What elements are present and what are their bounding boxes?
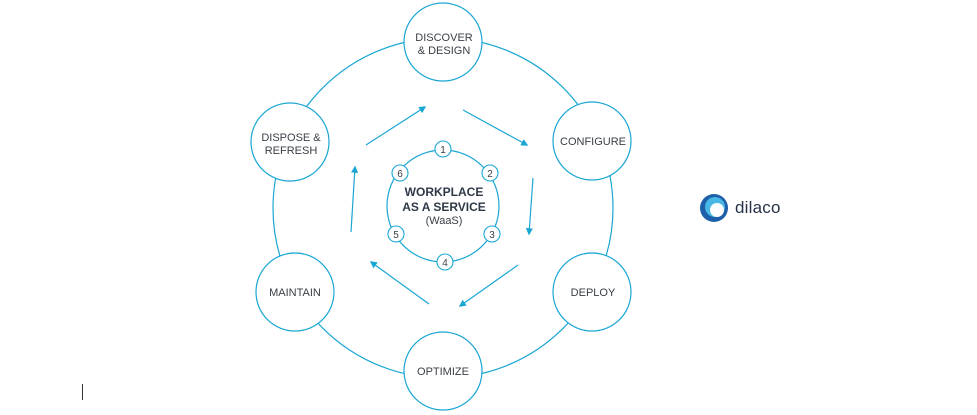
arrow-deploy-to-optimize [458, 264, 519, 307]
arrow-optimize-to-maintain [369, 261, 430, 305]
stage-label-line1: DEPLOY [571, 287, 616, 299]
stage-label-line1: MAINTAIN [269, 287, 321, 299]
step-marker-circle [481, 164, 499, 182]
stage-deploy: DEPLOY [552, 252, 632, 332]
step-marker-2: 2 [481, 164, 499, 182]
stage-node [552, 101, 632, 181]
stage-node [255, 252, 335, 332]
step-number: 1 [440, 145, 446, 156]
stage-node [250, 102, 330, 182]
step-marker-circle [483, 225, 501, 243]
stage-label-line2: REFRESH [265, 145, 318, 157]
flow-arrows [350, 106, 534, 307]
step-number: 3 [489, 230, 495, 241]
arrow-maintain-to-dispose [350, 165, 359, 233]
step-marker-4: 4 [436, 253, 454, 271]
step-marker-circle [391, 164, 409, 182]
step-number: 2 [487, 169, 493, 180]
step-number: 5 [393, 230, 399, 241]
center-subtitle: (WaaS) [426, 215, 463, 227]
center-title-line1: WORKPLACE [405, 185, 484, 199]
center-title-line2: AS A SERVICE [402, 200, 486, 214]
step-marker-circle [436, 253, 454, 271]
stage-node [552, 252, 632, 332]
text-cursor [82, 384, 83, 400]
step-marker-circle [387, 225, 405, 243]
stage-node [403, 331, 483, 411]
stage-label-line2: & DESIGN [418, 45, 471, 57]
stage-discover-design: DISCOVER & DESIGN [403, 2, 483, 82]
arrow-discover-to-configure [462, 109, 529, 146]
step-number: 6 [397, 169, 403, 180]
stage-optimize: OPTIMIZE [403, 331, 483, 411]
logo-text: dilaco [735, 198, 781, 217]
stage-label-line1: CONFIGURE [560, 136, 626, 148]
dilaco-logo-icon [700, 194, 728, 222]
step-marker-3: 3 [483, 225, 501, 243]
step-marker-circle [434, 140, 452, 158]
step-marker-6: 6 [391, 164, 409, 182]
stage-label-line1: OPTIMIZE [417, 366, 469, 378]
stage-node [403, 2, 483, 82]
stage-dispose-refresh: DISPOSE & REFRESH [250, 102, 330, 182]
step-marker-5: 5 [387, 225, 405, 243]
step-marker-1: 1 [434, 140, 452, 158]
arrow-configure-to-deploy [525, 177, 534, 236]
step-number: 4 [442, 258, 448, 269]
dilaco-logo: dilaco [699, 193, 781, 223]
stage-label-line1: DISPOSE & [261, 132, 321, 144]
stage-configure: CONFIGURE [552, 101, 632, 181]
stage-maintain: MAINTAIN [255, 252, 335, 332]
stage-label-line1: DISCOVER [415, 32, 473, 44]
arrow-dispose-to-discover [365, 106, 427, 146]
